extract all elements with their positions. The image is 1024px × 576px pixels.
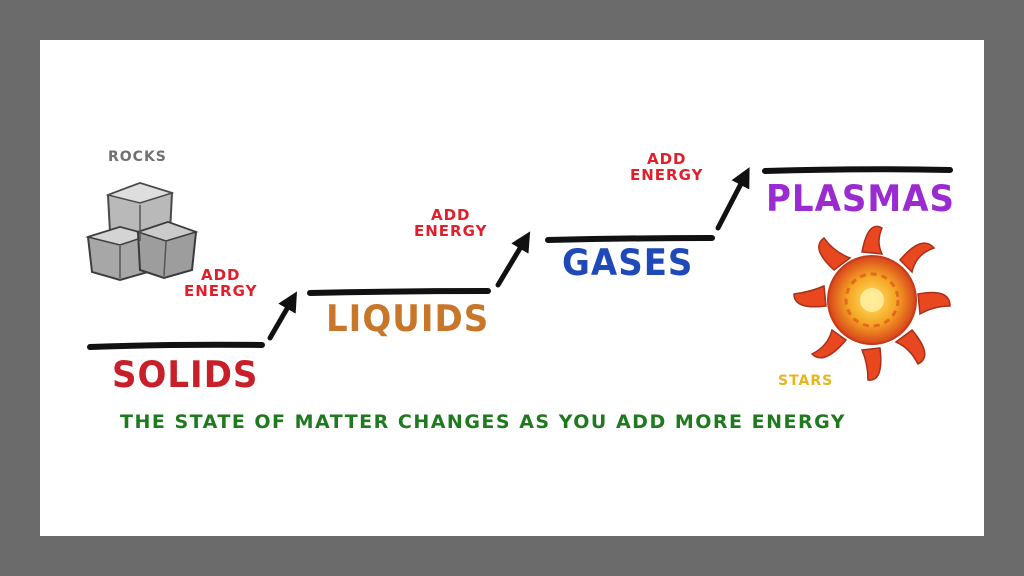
gases-line [545, 235, 715, 243]
state-plasmas: PLASMAS [766, 177, 956, 221]
arrow-gases-to-plasmas [715, 167, 750, 231]
energy-line-3: ENERGY [630, 166, 704, 184]
state-liquids: LIQUIDS [326, 297, 490, 341]
sun-icon [793, 225, 951, 381]
rocks-label: ROCKS [108, 149, 167, 165]
add-energy-line-1: ADD [200, 266, 241, 284]
arrow-solids-to-liquids [267, 291, 298, 341]
slide-panel [40, 40, 984, 536]
liquids-line [307, 288, 491, 296]
state-gases: GASES [562, 241, 694, 285]
energy-line-1: ENERGY [184, 282, 258, 300]
solids-line [87, 341, 265, 350]
add-energy-label-2: ADD ENERGY [414, 207, 487, 239]
add-energy-label-3: ADD ENERGY [630, 151, 703, 183]
add-energy-line-3: ADD [646, 150, 687, 168]
rocks-icon [85, 181, 199, 282]
add-energy-label-1: ADD ENERGY [184, 267, 257, 299]
state-solids: SOLIDS [112, 353, 259, 397]
arrow-liquids-to-gases [495, 231, 531, 288]
plasmas-line [762, 166, 953, 174]
add-energy-line-2: ADD [430, 206, 471, 224]
stars-label: STARS [778, 373, 834, 389]
energy-line-2: ENERGY [414, 222, 488, 240]
caption: THE STATE OF MATTER CHANGES AS YOU ADD M… [120, 411, 847, 433]
